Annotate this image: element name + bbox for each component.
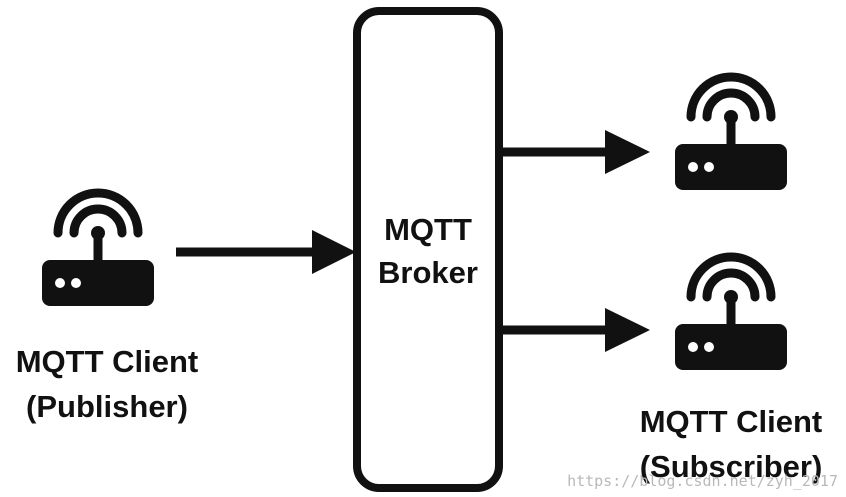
publisher-label-line2: (Publisher) [26, 389, 188, 424]
broker-label-line1: MQTT [384, 212, 472, 247]
arrow-broker-to-subscriber-top [499, 130, 650, 174]
arrow-broker-to-subscriber-bottom [499, 308, 650, 352]
subscriber-label-line2: (Subscriber) [640, 449, 823, 484]
publisher-label-line1: MQTT Client [16, 344, 199, 379]
subscriber-label-line1: MQTT Client [640, 404, 823, 439]
arrow-publisher-to-broker [176, 230, 356, 274]
subscriber-router-icon-bottom [675, 257, 787, 370]
broker-label-line2: Broker [378, 255, 478, 290]
broker-box [353, 7, 503, 492]
publisher-router-icon [42, 193, 154, 306]
watermark-text: https://blog.csdn.net/zyh_2017 [567, 472, 838, 490]
subscriber-router-icon-top [675, 77, 787, 190]
